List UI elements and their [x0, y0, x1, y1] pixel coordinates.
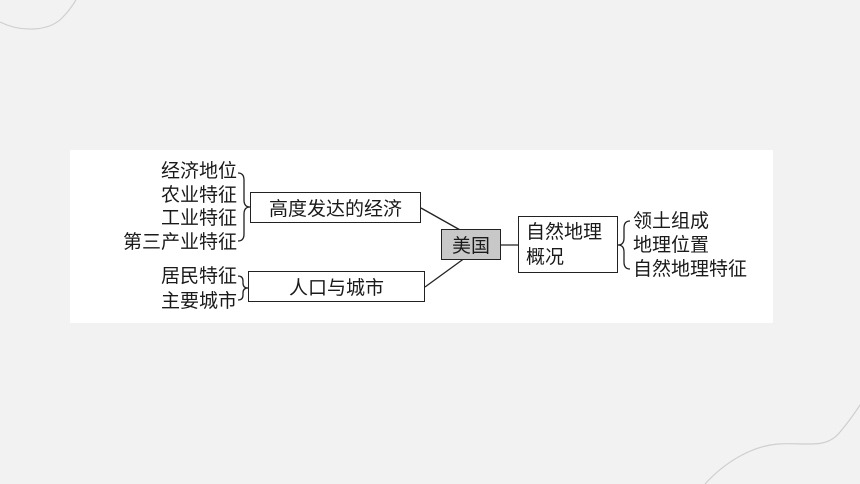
item-major-cities: 主要城市: [160, 290, 237, 312]
item-industry: 工业特征: [160, 207, 237, 229]
item-territory: 领土组成: [633, 210, 710, 232]
brace-economy: [237, 172, 251, 242]
natural-geography-line-1: 自然地理: [526, 220, 603, 243]
box-developed-economy: 高度发达的经济: [250, 192, 421, 223]
diagram-panel: 经济地位 农业特征 工业特征 第三产业特征 居民特征 主要城市 高度发达的经济 …: [70, 150, 773, 323]
line-population-to-center: [424, 254, 470, 288]
item-economic-status: 经济地位: [160, 160, 237, 182]
bottom-right-curve: [704, 403, 860, 484]
box-usa-center: 美国: [441, 229, 501, 260]
top-left-curve: [0, 0, 77, 30]
item-agriculture: 农业特征: [160, 184, 237, 206]
item-residents: 居民特征: [160, 265, 237, 287]
item-natural-features: 自然地理特征: [633, 258, 748, 280]
item-tertiary-industry: 第三产业特征: [122, 231, 237, 253]
natural-geography-line-2: 概况: [526, 245, 565, 268]
brace-natural: [617, 220, 631, 270]
brace-population: [237, 275, 249, 301]
item-location: 地理位置: [633, 234, 710, 256]
box-natural-geography: 自然地理 概况: [518, 216, 618, 273]
box-population-cities: 人口与城市: [248, 271, 425, 302]
